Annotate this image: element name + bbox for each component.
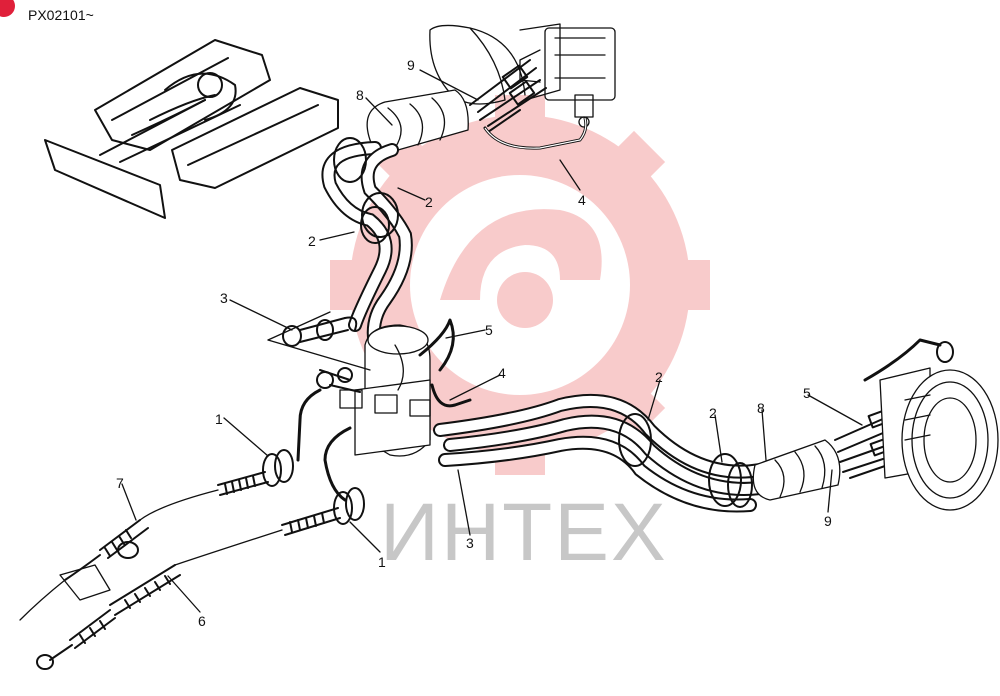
callout-2-right-a: 2 <box>655 369 663 385</box>
callout-9-right: 9 <box>824 513 832 529</box>
callout-3-lower: 3 <box>466 535 474 551</box>
callout-8-top: 8 <box>356 87 364 103</box>
callout-1-right: 1 <box>378 554 386 570</box>
lever-bracket <box>19 564 111 621</box>
hose-clamps-upper <box>333 137 399 244</box>
top-hose-fittings <box>469 59 547 133</box>
callout-3-upper: 3 <box>220 290 228 306</box>
hose-5-right <box>863 338 942 382</box>
watermark-text: ИНТЕХ <box>380 487 668 578</box>
callout-5-center: 5 <box>485 322 493 338</box>
left-fittings <box>282 316 361 393</box>
center-swivel-joint <box>339 324 431 457</box>
watermark-gear-icon <box>330 95 710 475</box>
callout-2-right-b: 2 <box>709 405 717 421</box>
callout-1-left: 1 <box>215 411 223 427</box>
threaded-end-left <box>217 471 269 496</box>
cable-end-6 <box>36 564 181 670</box>
callout-6: 6 <box>198 613 206 629</box>
callout-labels: 9 8 2 2 4 3 5 4 1 7 1 3 6 2 2 8 5 9 <box>116 57 832 629</box>
callout-7: 7 <box>116 475 124 491</box>
hose-clamps-right <box>618 413 753 508</box>
lower-hoses <box>296 388 352 502</box>
callout-2-upper: 2 <box>425 194 433 210</box>
callout-4-center: 4 <box>498 365 506 381</box>
leader-lines <box>121 69 863 613</box>
threaded-end-right <box>281 507 341 536</box>
grommet-1-right <box>333 487 365 525</box>
right-travel-motor <box>879 367 999 511</box>
upper-hose-bundle <box>321 141 413 352</box>
callout-5-right: 5 <box>803 385 811 401</box>
drawing-code: PX02101~ <box>28 7 94 23</box>
callout-4-top: 4 <box>578 192 586 208</box>
callout-9-top: 9 <box>407 57 415 73</box>
callout-8-right: 8 <box>757 400 765 416</box>
hose-4-middle <box>430 383 472 408</box>
hose-4-upper-inner <box>484 117 587 149</box>
hose-5-upper <box>418 318 455 372</box>
main-hose-bundle-right <box>433 393 767 513</box>
callout-2-left: 2 <box>308 233 316 249</box>
excavator-undercarriage-sketch <box>44 39 339 219</box>
corner-marker-icon <box>0 0 15 17</box>
cable-end-7 <box>64 519 149 581</box>
hose-5-right-fitting <box>936 341 954 363</box>
protective-sleeve-right <box>752 439 841 501</box>
control-cables <box>139 489 283 566</box>
grommet-1-left <box>262 449 294 487</box>
